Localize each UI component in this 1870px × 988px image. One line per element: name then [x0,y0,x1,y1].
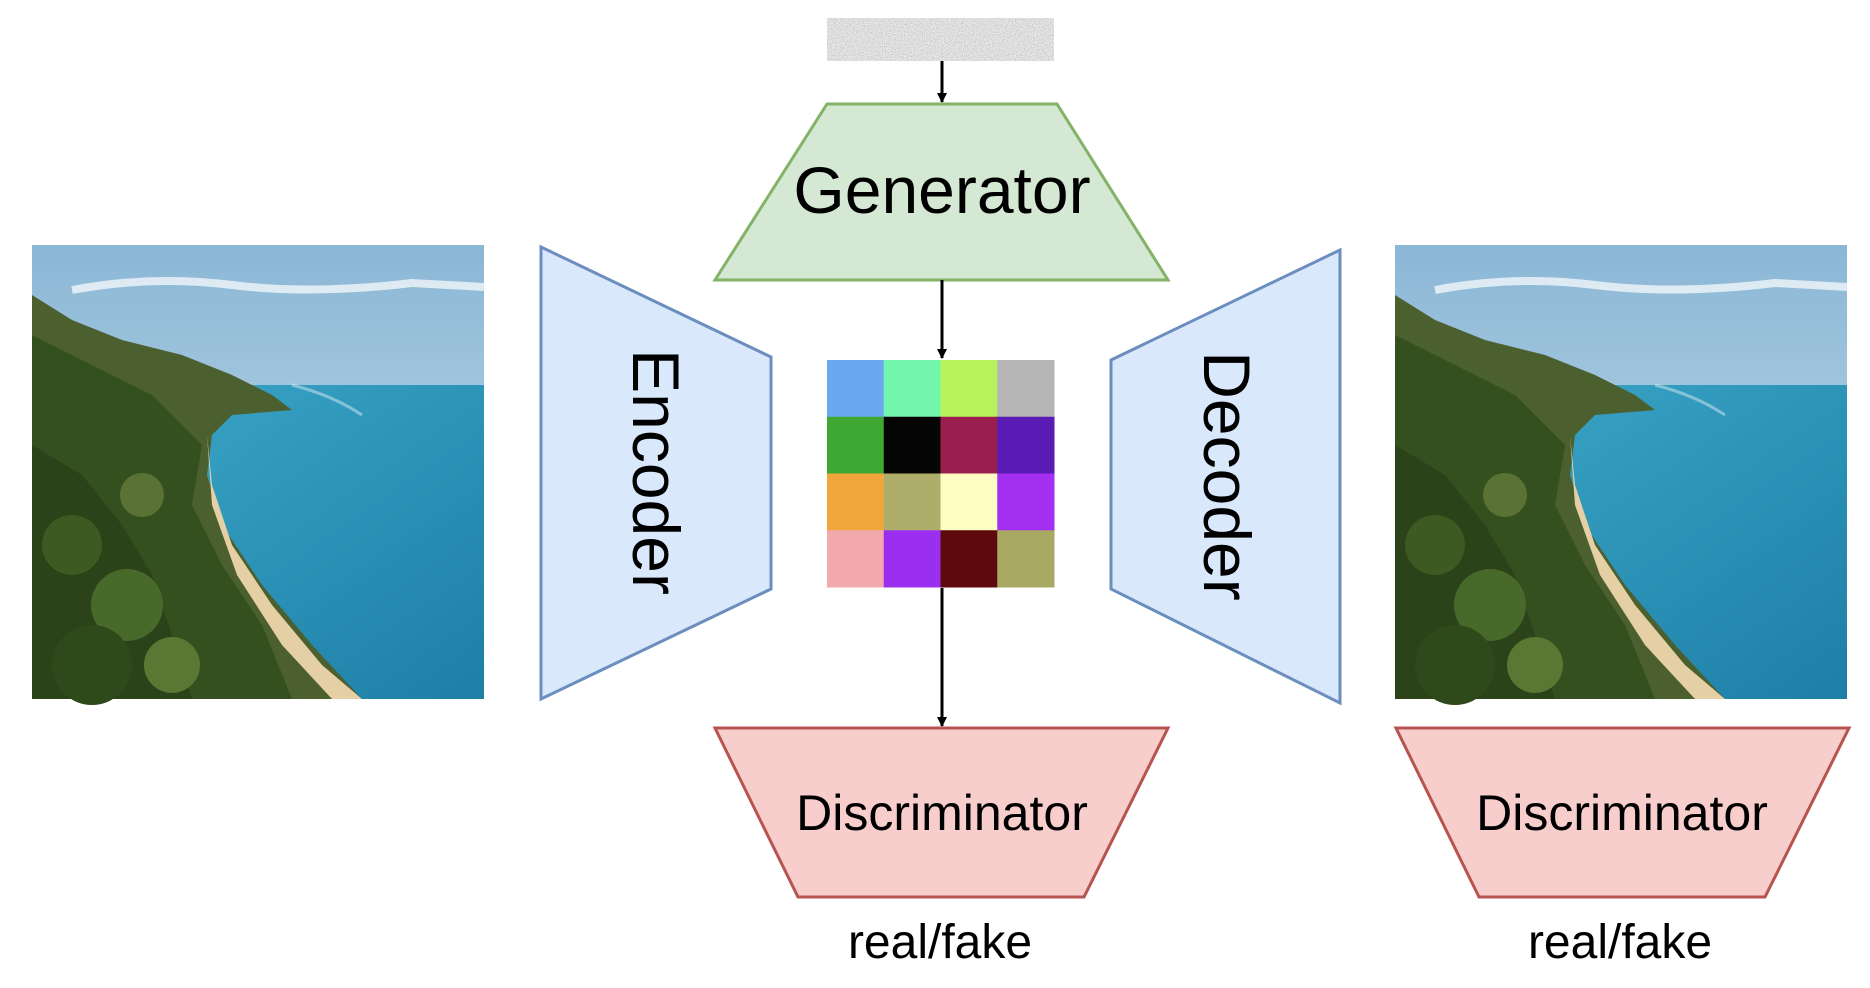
latent-cell [940,416,998,474]
latent-cell [827,530,885,588]
encoder-block [539,244,773,702]
latent-cell [883,360,941,418]
discriminator-right-block [1393,726,1852,899]
discriminator-left-label: Discriminator [796,785,1088,841]
decoder-label: Decoder [1190,351,1264,600]
encoder-label: Encoder [619,349,693,595]
latent-cell [827,473,885,531]
latent-cell [827,360,885,418]
latent-cell [997,530,1055,588]
generator-label: Generator [793,153,1090,227]
input-image [32,245,484,705]
latent-cell [997,473,1055,531]
latent-cell [940,360,998,418]
latent-cell [827,416,885,474]
output-right-label: real/fake [1528,916,1712,969]
noise-image [827,18,1054,61]
latent-cell [940,530,998,588]
latent-cell [883,530,941,588]
generator-block [712,102,1171,282]
discriminator-left-block [712,726,1171,899]
output-left-label: real/fake [848,916,1032,969]
decoder-block [1109,247,1342,706]
discriminator-right-label: Discriminator [1476,785,1768,841]
latent-cell [997,360,1055,418]
latent-cell [883,416,941,474]
latent-cell [940,473,998,531]
output-image [1395,245,1847,705]
latent-cell [997,416,1055,474]
latent-grid [827,360,1055,588]
latent-cell [883,473,941,531]
